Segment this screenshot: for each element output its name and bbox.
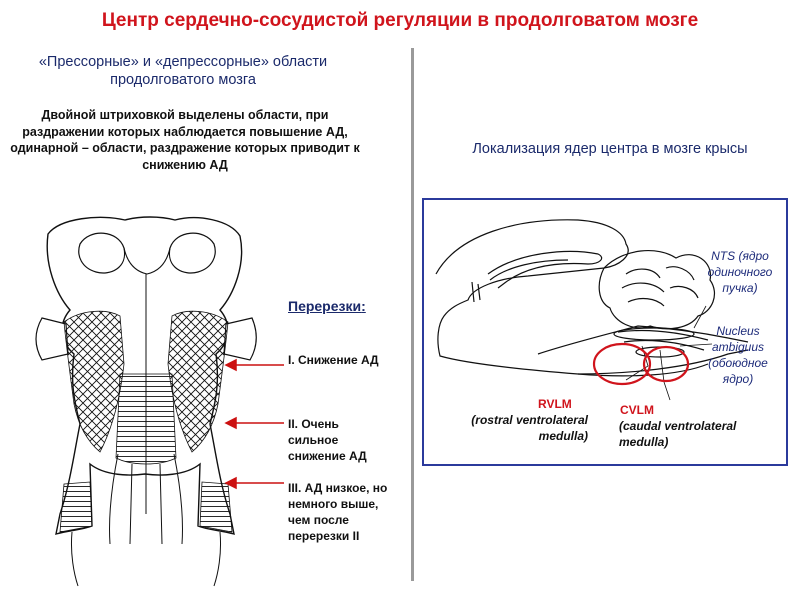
- vertical-divider: [411, 48, 414, 581]
- cut-arrows: [224, 358, 284, 490]
- cut-label-1: I. Снижение АД: [288, 353, 379, 367]
- cut-label-3: III. АД низкое, но немного выше, чем пос…: [288, 481, 388, 543]
- cuts-heading-text: Перерезки: [288, 298, 362, 314]
- cut-label-2: II. Очень сильное снижение АД: [288, 417, 367, 463]
- nucleus-ambiguus-label: Nucleus ambiguus (обоюдное ядро): [708, 324, 768, 386]
- rvlm-description: (rostral ventrolateral medulla): [471, 413, 588, 443]
- brainstem-diagram: [35, 216, 257, 587]
- left-panel-heading: «Прессорные» и «депрессорные» области пр…: [38, 54, 328, 88]
- right-panel-heading: Локализация ядер центра в мозге крысы: [472, 141, 748, 157]
- rvlm-label: RVLM: [538, 397, 572, 411]
- cuts-heading-colon: :: [361, 298, 366, 314]
- left-panel-description: Двойной штриховкой выделены области, при…: [10, 108, 360, 172]
- rat-brain-frame: [422, 198, 788, 466]
- rat-brain-diagram: [435, 219, 749, 401]
- cuts-heading: Перерезки:: [288, 298, 366, 314]
- cvlm-description: (caudal ventrolateral medulla): [619, 419, 737, 449]
- cvlm-label: CVLM: [620, 403, 654, 417]
- page-title: Центр сердечно-сосудистой регуляции в пр…: [101, 10, 699, 31]
- nts-label: NTS (ядро одиночного пучка): [707, 249, 773, 295]
